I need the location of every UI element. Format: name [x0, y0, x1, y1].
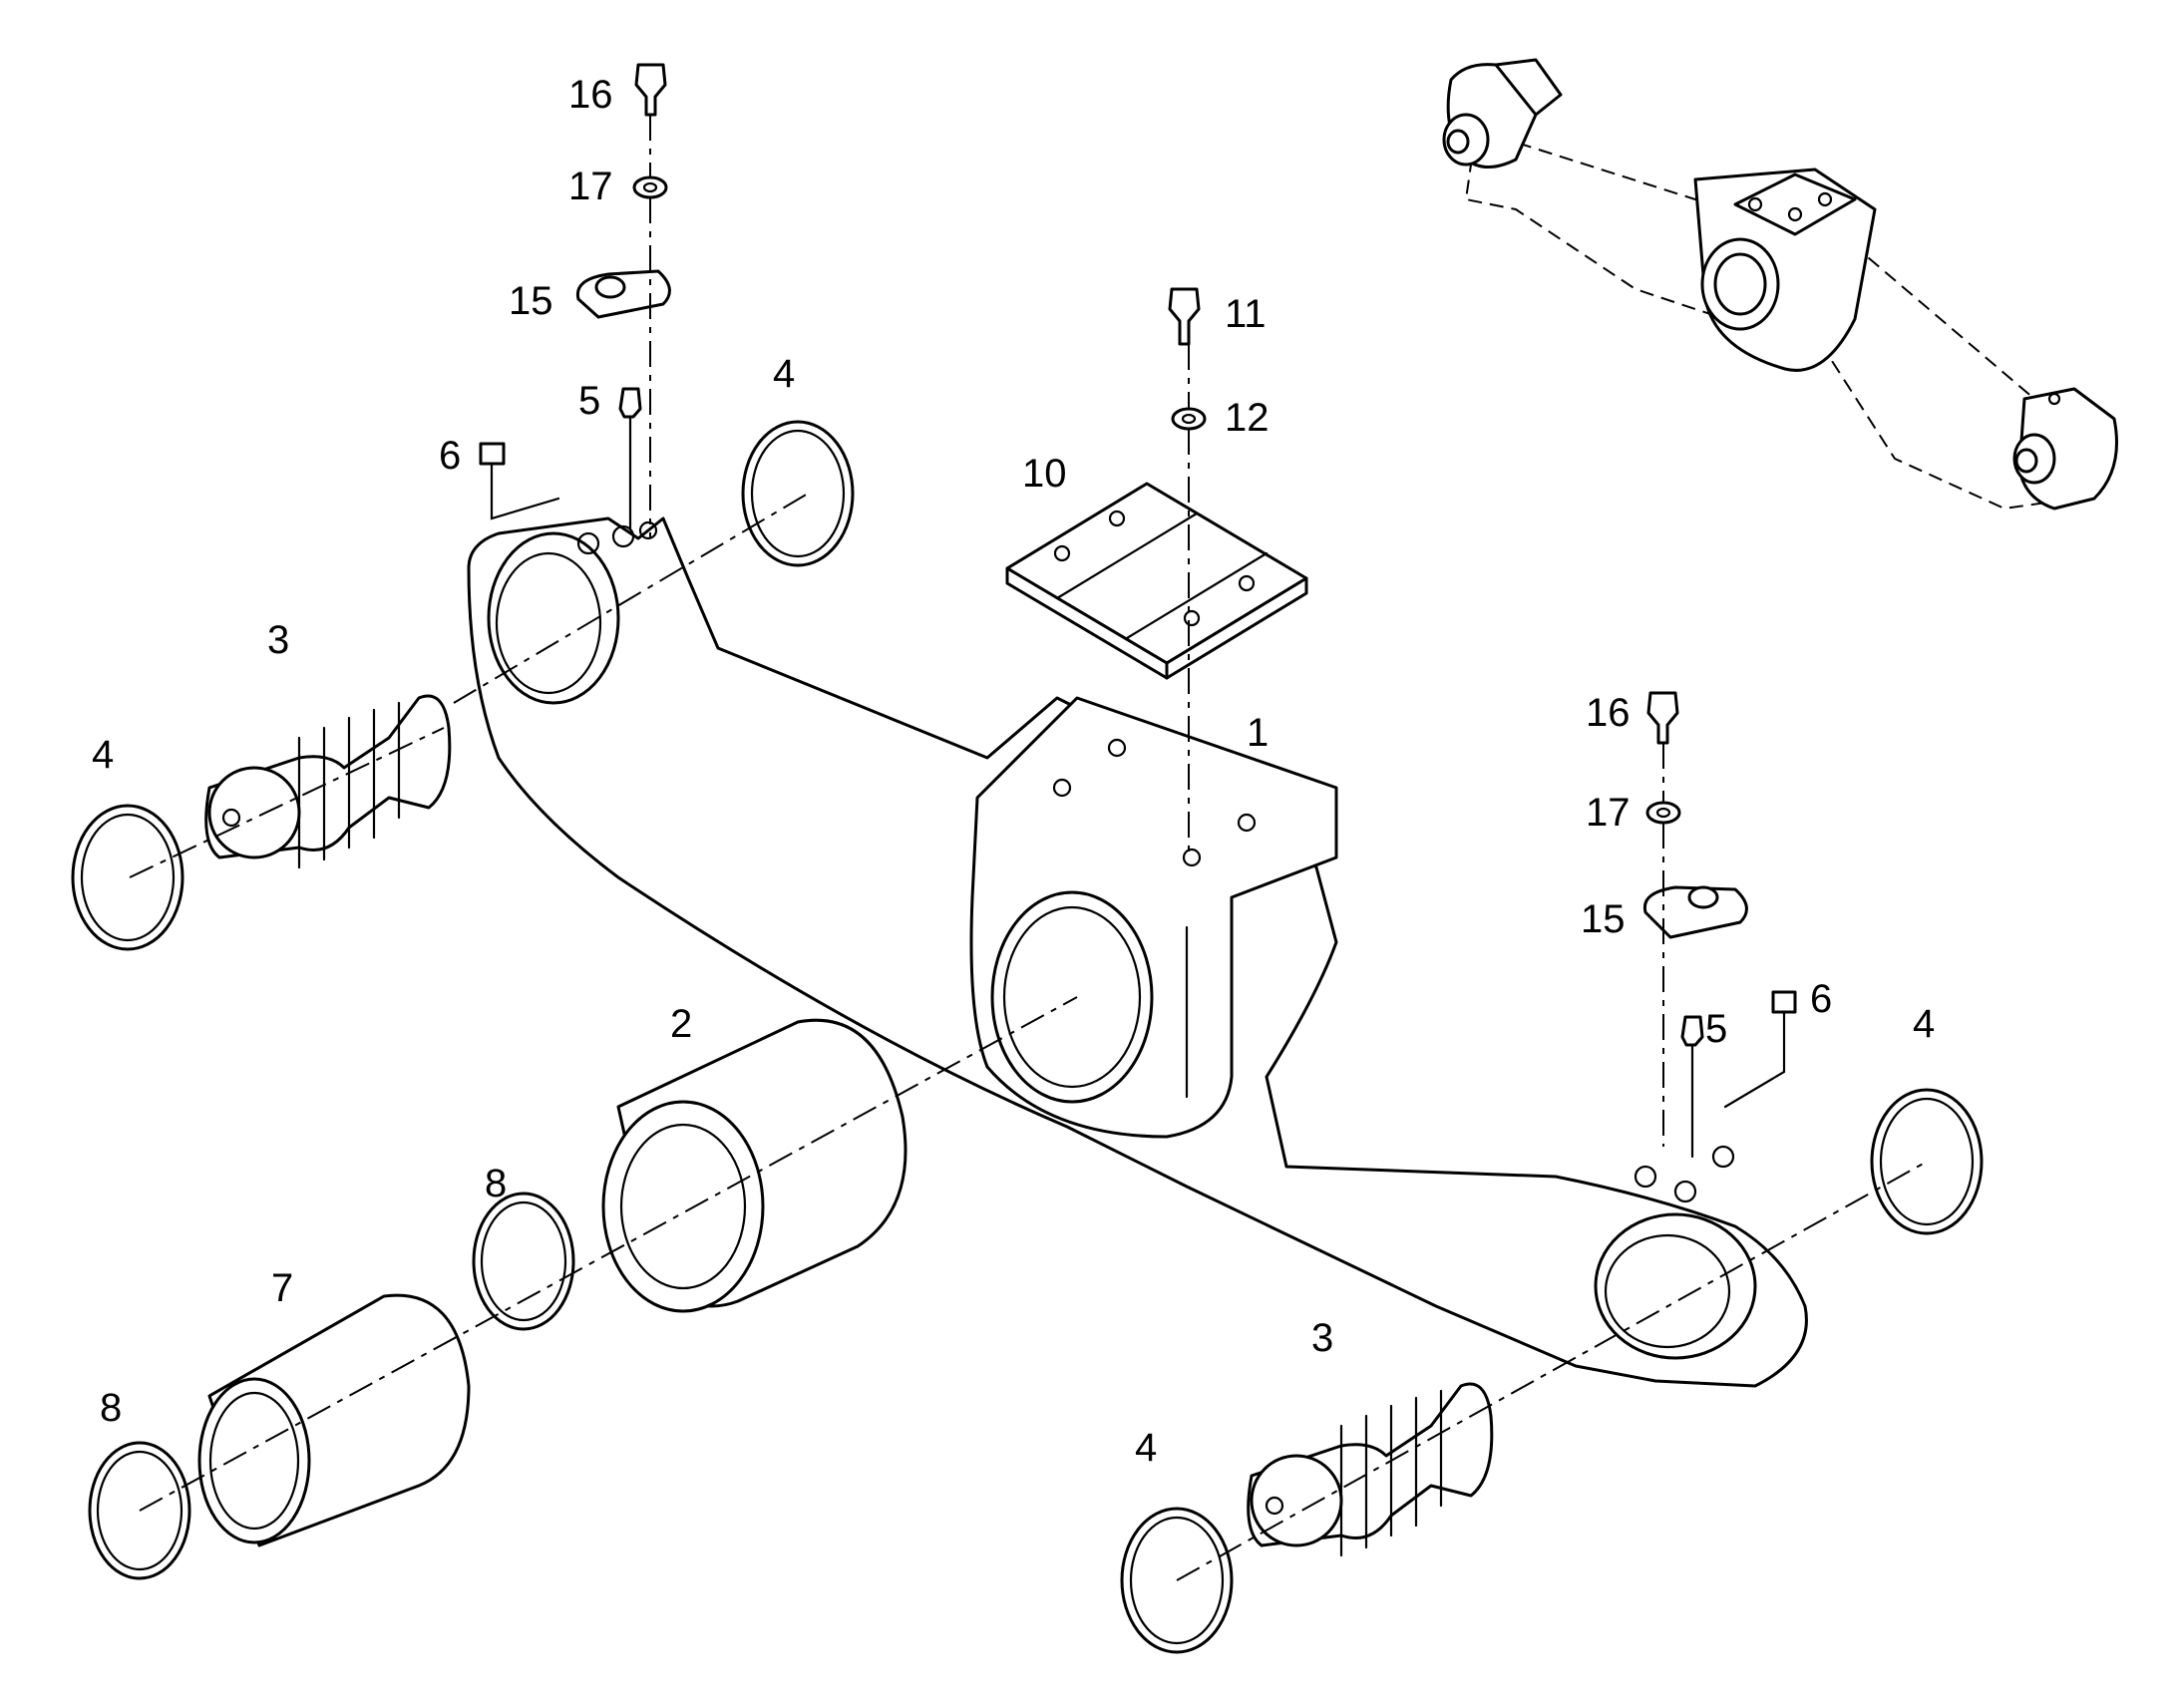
cap-6-left — [479, 442, 506, 466]
callout-4-top-left: 4 — [773, 352, 795, 396]
washer-12 — [1171, 407, 1207, 431]
callout-3-left: 3 — [267, 618, 289, 662]
plate-15-left — [575, 269, 671, 319]
grease-nipple-5-right — [1680, 1015, 1704, 1047]
axis-line-upper-left — [453, 493, 809, 704]
callout-17-left: 17 — [568, 165, 613, 208]
circlip-4-right — [1870, 1088, 1984, 1235]
plate-15-right — [1642, 885, 1748, 939]
circlip-4-top-left — [741, 420, 855, 567]
callout-7: 7 — [271, 1266, 293, 1310]
callout-4-mid-left: 4 — [92, 733, 114, 777]
grease-nipple-5-left — [618, 387, 642, 419]
bolt-16-left — [634, 63, 667, 117]
callout-1: 1 — [1247, 711, 1269, 755]
callout-4-bottom: 4 — [1135, 1426, 1157, 1470]
callout-6-left: 6 — [439, 434, 461, 478]
sleeve-7 — [197, 1293, 471, 1547]
callout-16-left: 16 — [568, 73, 613, 117]
callout-15-left: 15 — [509, 279, 553, 323]
callout-8-upper: 8 — [485, 1162, 507, 1205]
circlip-4-bottom — [1120, 1507, 1234, 1654]
cap-6-right — [1771, 990, 1797, 1014]
pad-part-10 — [1005, 482, 1308, 680]
ring-8-lower — [88, 1441, 191, 1580]
assembled-view-inset — [1442, 58, 2118, 511]
callout-10: 10 — [1022, 452, 1067, 496]
callout-5-left: 5 — [578, 379, 600, 423]
axis-line-center-bore — [139, 996, 1078, 1512]
callout-2: 2 — [670, 1002, 692, 1046]
callout-8-lower: 8 — [100, 1386, 122, 1430]
callout-5-right: 5 — [1705, 1007, 1727, 1051]
axle-body — [467, 516, 1808, 1388]
bolt-16-right — [1646, 691, 1679, 745]
bushing-2 — [601, 1018, 908, 1313]
callout-16-right: 16 — [1586, 691, 1631, 735]
washer-17-left — [632, 175, 668, 199]
callout-4-right: 4 — [1913, 1002, 1935, 1046]
callout-3-right: 3 — [1311, 1316, 1333, 1360]
bolt-11 — [1168, 287, 1201, 346]
callout-11: 11 — [1225, 292, 1267, 336]
callout-15-right: 15 — [1581, 897, 1626, 941]
pin-3-right — [1247, 1382, 1494, 1557]
callout-17-right: 17 — [1586, 791, 1631, 835]
ring-8-upper — [472, 1192, 575, 1331]
callout-12: 12 — [1225, 396, 1270, 440]
callout-6-right: 6 — [1810, 977, 1832, 1021]
circlip-4-mid-left — [71, 804, 184, 951]
washer-17-right — [1645, 801, 1681, 825]
callout-labels: 16 17 15 5 6 4 3 4 11 12 10 1 16 17 15 6… — [92, 73, 1935, 1470]
pin-3-left — [204, 694, 452, 869]
axis-line-pin-left — [129, 727, 445, 878]
